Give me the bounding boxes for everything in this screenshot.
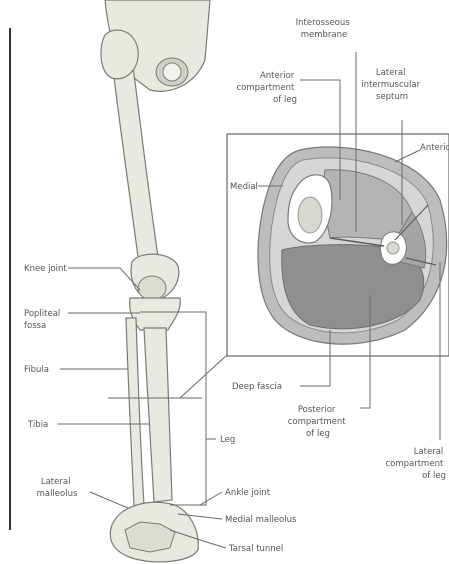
label-anterior: Anterior [420, 143, 449, 153]
label-tarsal-tunnel: Tarsal tunnel [228, 544, 283, 554]
femur-upper-end [101, 30, 138, 79]
cross-section [258, 147, 447, 344]
femoral-head [163, 63, 181, 81]
tibial-plateau [130, 298, 181, 330]
label-lateral-intermuscular-septum: Lateral intermuscular septum [361, 68, 423, 102]
label-anterior-compartment: Anterior compartment of leg [236, 71, 297, 105]
leader-knee-joint [68, 268, 140, 290]
label-deep-fascia: Deep fascia [232, 382, 282, 392]
leader-ankle-joint [170, 492, 222, 505]
label-interosseous-membrane: Interosseous membrane [296, 18, 353, 40]
label-lateral-malleolus: Lateral malleolus [37, 477, 78, 499]
section-connector [180, 355, 227, 398]
label-ankle-joint: Ankle joint [225, 488, 271, 498]
label-popliteal-fossa: Popliteal fossa [24, 309, 63, 331]
label-tibia: Tibia [27, 420, 48, 430]
fibula-marrow [387, 242, 399, 254]
label-posterior-compartment: Posterior compartment of leg [288, 405, 349, 439]
tibia-marrow [298, 197, 322, 233]
label-medial: Medial [230, 182, 258, 192]
label-fibula: Fibula [24, 365, 49, 375]
leg-bracket [186, 312, 206, 505]
patella [138, 276, 166, 300]
label-medial-malleolus: Medial malleolus [225, 515, 297, 525]
leg-skeleton [101, 0, 210, 562]
label-lateral-compartment: Lateral compartment of leg [385, 447, 446, 481]
label-leg: Leg [220, 435, 235, 445]
fibula-bone [126, 318, 144, 506]
label-knee-joint: Knee joint [24, 264, 67, 274]
tibia-bone [144, 328, 172, 502]
leader-lateral-malleolus [90, 492, 128, 508]
